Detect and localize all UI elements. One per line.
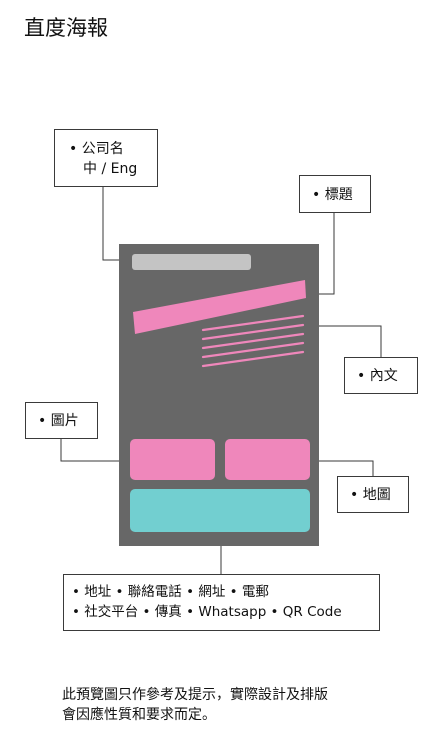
contact-line1: • 地址 • 聯絡電話 • 網址 • 電郵 [72, 584, 269, 600]
map-block [225, 439, 310, 480]
bullet: • [38, 413, 51, 429]
callout-body-text: • 內文 [344, 357, 418, 394]
callout-image: • 圖片 [25, 402, 98, 439]
callout-map: • 地圖 [337, 476, 409, 513]
image-block [130, 439, 215, 480]
body-label: 內文 [369, 368, 398, 384]
bullet: • [350, 487, 363, 503]
callout-heading: • 標題 [299, 175, 371, 213]
body-line [201, 350, 305, 368]
contact-line2: • 社交平台 • 傳真 • Whatsapp • QR Code [72, 604, 342, 620]
company-line2: 中 / Eng [83, 161, 138, 177]
note-line2: 會因應性質和要求而定。 [62, 707, 216, 723]
image-label: 圖片 [50, 413, 79, 429]
body-line [201, 323, 305, 341]
page-title: 直度海報 [24, 16, 108, 40]
heading-bar [133, 280, 306, 334]
bullet: • [357, 368, 370, 384]
callout-contact: • 地址 • 聯絡電話 • 網址 • 電郵 • 社交平台 • 傳真 • What… [63, 574, 380, 631]
disclaimer-note: 此預覽圖只作參考及提示，實際設計及排版 會因應性質和要求而定。 [62, 685, 328, 725]
heading-label: 標題 [324, 187, 353, 203]
poster-mockup [119, 244, 319, 546]
callout-company-name: • 公司名 中 / Eng [54, 129, 158, 187]
contact-block [130, 489, 310, 532]
bullet: • [69, 141, 82, 157]
bullet: • [312, 187, 325, 203]
body-line [201, 341, 305, 359]
body-line [201, 314, 305, 332]
note-line1: 此預覽圖只作參考及提示，實際設計及排版 [62, 687, 328, 703]
heading-and-text-shapes [133, 280, 306, 368]
map-label: 地圖 [362, 487, 391, 503]
company-line1: 公司名 [81, 141, 124, 157]
body-line [201, 332, 305, 350]
company-name-bar [132, 254, 251, 270]
